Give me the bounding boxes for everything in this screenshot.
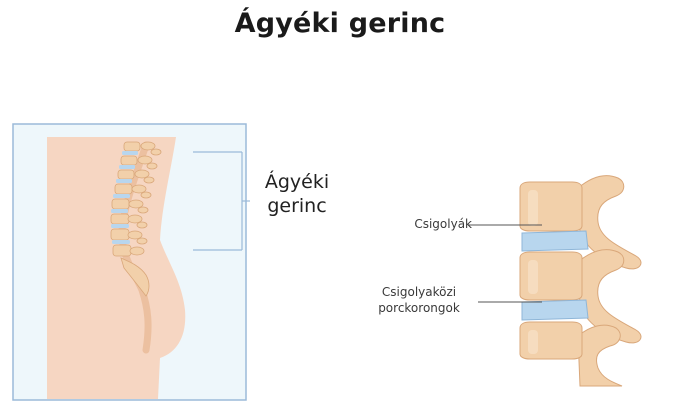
discs-label: Csigolyaközi porckorongok xyxy=(360,284,478,316)
spinous-processes-small xyxy=(127,141,162,256)
discs-label-line2: porckorongok xyxy=(378,301,460,315)
sacrum xyxy=(120,257,150,297)
spine-canal xyxy=(118,141,152,354)
page-title: Ágyéki gerinc xyxy=(234,8,446,39)
discs-label-line1: Csigolyaközi xyxy=(381,285,457,299)
bone-highlights xyxy=(528,190,538,354)
vertebrae-detail xyxy=(519,175,642,387)
vertebra-processes xyxy=(577,175,642,387)
lumbar-bracket xyxy=(193,151,250,251)
body-silhouette-panel xyxy=(12,123,247,401)
spine-vertebrae-small xyxy=(110,141,141,257)
spine-discs-small xyxy=(111,151,138,244)
intervertebral-discs xyxy=(521,230,589,321)
vertebrae-label: Csigolyák xyxy=(414,217,472,231)
leader-lines xyxy=(468,224,542,303)
lumbar-region-label: Ágyéki gerinc xyxy=(264,171,330,217)
